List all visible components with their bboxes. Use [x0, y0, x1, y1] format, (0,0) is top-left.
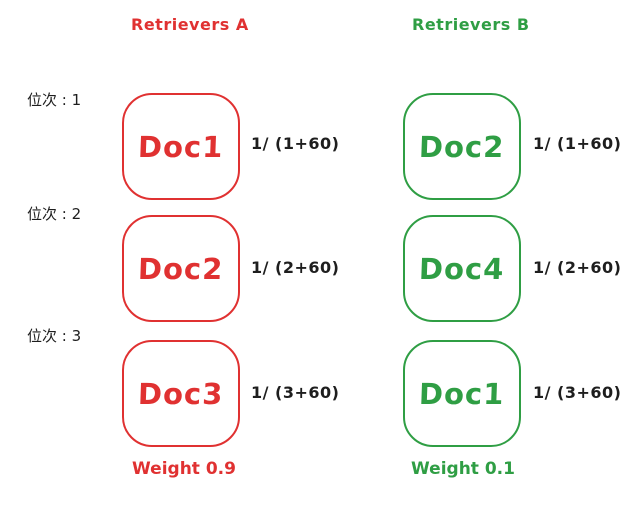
retriever-b-doc-box-rank3: Doc1: [403, 340, 521, 447]
doc-label: Doc1: [137, 129, 225, 164]
retriever-a-score-rank3: 1/ (3+60): [251, 383, 340, 402]
doc-label: Doc3: [137, 376, 225, 411]
retriever-a-doc-box-rank1: Doc1: [122, 93, 240, 200]
retriever-a-score-rank2: 1/ (2+60): [251, 258, 340, 277]
retriever-b-doc-box-rank2: Doc4: [403, 215, 521, 322]
rank-label-1: 位次 : 1: [27, 91, 82, 109]
retriever-a-doc-box-rank3: Doc3: [122, 340, 240, 447]
doc-label: Doc1: [418, 376, 506, 411]
doc-label: Doc2: [418, 129, 506, 164]
retriever-a-weight-label: Weight 0.9: [132, 459, 236, 479]
retriever-b-weight-label: Weight 0.1: [411, 459, 515, 479]
retriever-b-score-rank3: 1/ (3+60): [533, 383, 622, 402]
retriever-b-doc-box-rank1: Doc2: [403, 93, 521, 200]
retriever-a-doc-box-rank2: Doc2: [122, 215, 240, 322]
retriever-b-title: Retrievers B: [412, 15, 530, 34]
retriever-a-title: Retrievers A: [131, 15, 249, 34]
retriever-b-score-rank1: 1/ (1+60): [533, 134, 622, 153]
retriever-b-score-rank2: 1/ (2+60): [533, 258, 622, 277]
doc-label: Doc2: [137, 251, 225, 286]
doc-label: Doc4: [418, 251, 506, 286]
retriever-a-score-rank1: 1/ (1+60): [251, 134, 340, 153]
rank-label-2: 位次 : 2: [27, 205, 82, 223]
rank-label-3: 位次 : 3: [27, 327, 82, 345]
